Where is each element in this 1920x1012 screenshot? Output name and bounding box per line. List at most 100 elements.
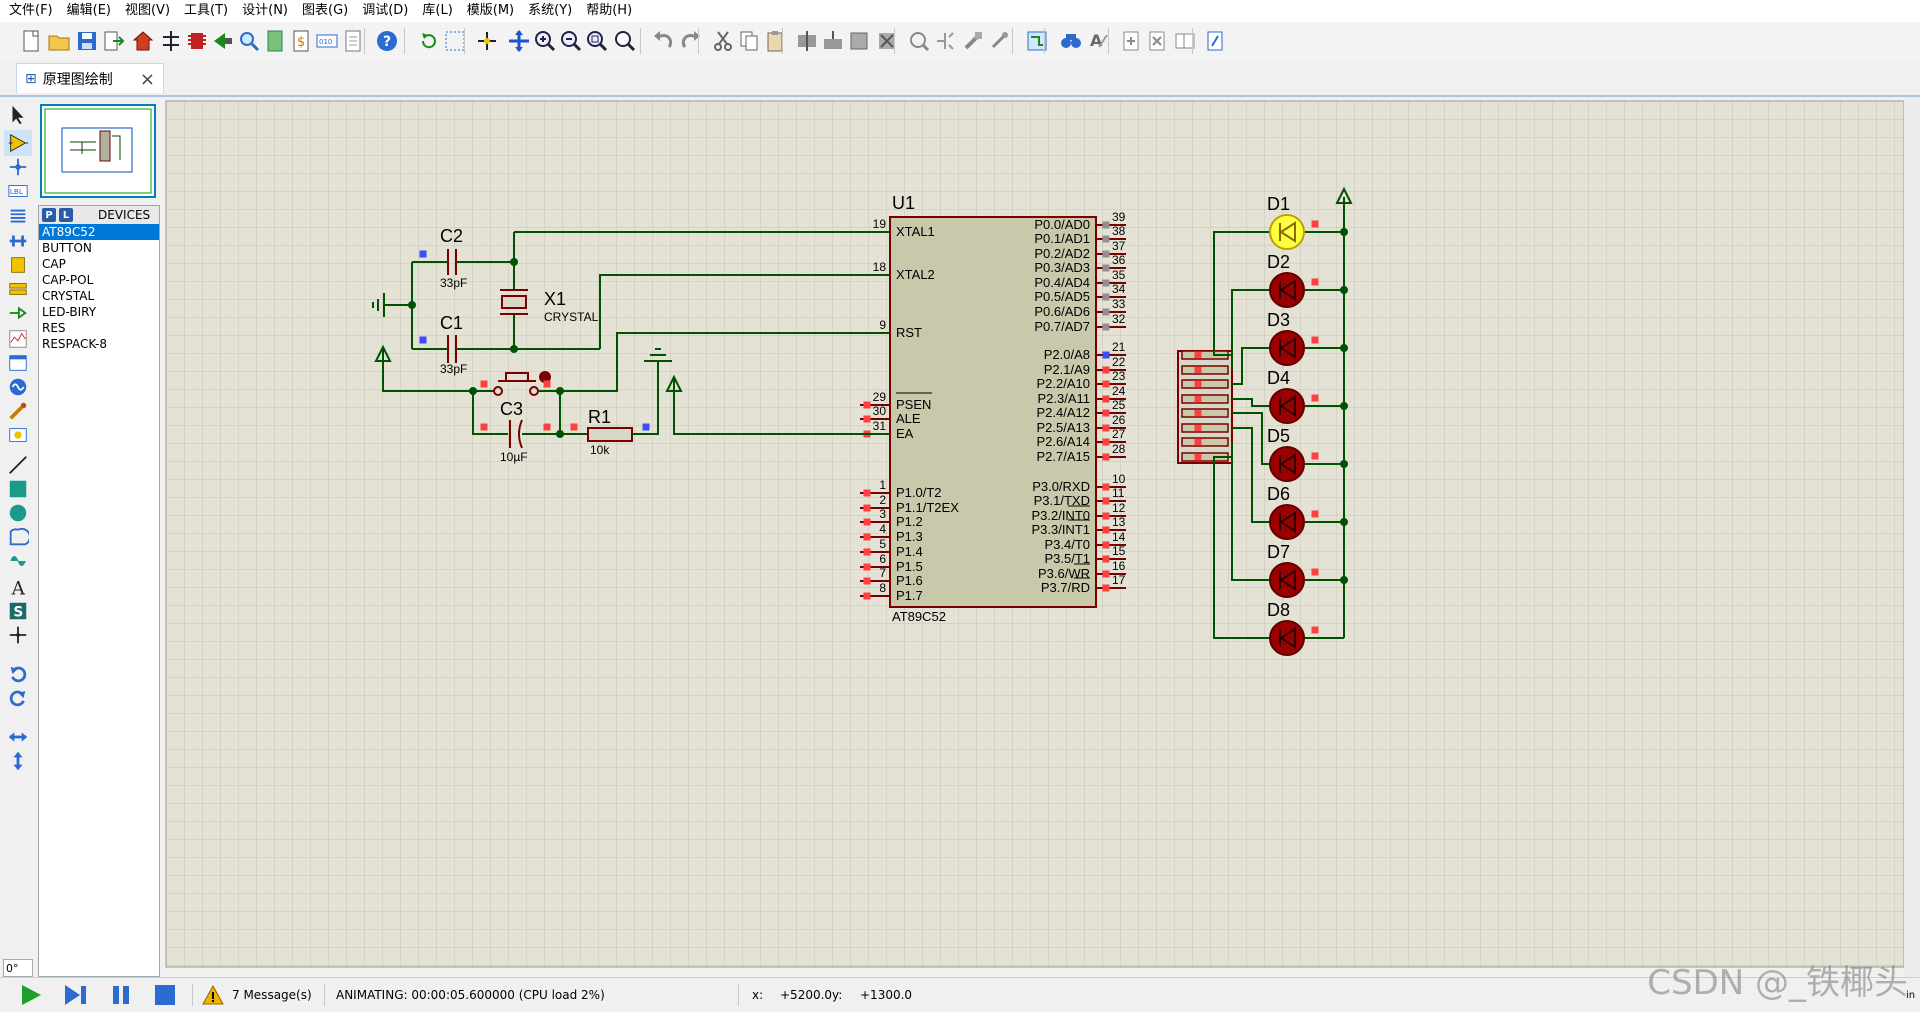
origin-icon[interactable] [474,28,500,54]
arc-icon[interactable] [4,524,32,550]
voltage-probe-icon[interactable] [4,398,32,424]
led[interactable] [1269,562,1305,598]
menu-item-1[interactable]: 编辑(E) [66,3,111,18]
generator-icon[interactable] [4,374,32,400]
probe-icon[interactable] [210,28,236,54]
device-list-item[interactable]: RES [42,321,66,335]
new-sheet-icon[interactable] [1118,28,1144,54]
led[interactable] [1269,330,1305,366]
chip-icon[interactable] [184,28,210,54]
block-move-icon[interactable] [820,28,846,54]
paste-icon[interactable] [762,28,788,54]
c3-plate-curved[interactable] [518,419,523,449]
menu-item-6[interactable]: 调试(D) [362,3,409,18]
symbol-icon[interactable]: S [4,598,32,624]
pan-icon[interactable] [506,28,532,54]
path-icon[interactable] [4,548,32,574]
make-device-icon[interactable] [932,28,958,54]
menu-item-5[interactable]: 图表(G) [302,3,349,18]
zoom-all-icon[interactable] [584,28,610,54]
device-pins-icon[interactable] [4,300,32,326]
save-icon[interactable] [74,28,100,54]
search-tag-icon[interactable] [1058,28,1084,54]
menu-item-0[interactable]: 文件(F) [9,3,53,18]
menu-item-4[interactable]: 设计(N) [242,3,288,18]
led[interactable] [1269,504,1305,540]
library-manager-button[interactable]: L [59,208,73,222]
decompose-icon[interactable] [986,28,1012,54]
menu-item-3[interactable]: 工具(T) [184,3,229,18]
component-icon[interactable] [158,28,184,54]
pick-devices-button[interactable]: P [42,208,56,222]
zoom-in-icon[interactable] [532,28,558,54]
tab-schematic[interactable]: ⊞ 原理图绘制 × [16,63,164,93]
pause-button[interactable] [110,978,132,1012]
home-icon[interactable] [130,28,156,54]
grid-icon[interactable] [442,28,468,54]
button-contact[interactable] [493,386,503,396]
circle-icon[interactable] [4,500,32,526]
menu-item-9[interactable]: 系统(Y) [528,3,573,18]
graph-mode-icon[interactable] [4,326,32,352]
menu-item-7[interactable]: 库(L) [422,3,453,18]
play-button[interactable] [18,978,44,1012]
terminals-icon[interactable] [4,276,32,302]
bom-icon[interactable]: $ [288,28,314,54]
rotation-angle-field[interactable]: 0° [3,959,33,977]
pick-parts-icon[interactable] [906,28,932,54]
zoom-area-icon[interactable] [612,28,638,54]
block-copy-icon[interactable] [794,28,820,54]
device-list-item[interactable]: CAP-POL [42,273,94,287]
led[interactable] [1269,272,1305,308]
search-icon[interactable] [236,28,262,54]
junction-dot-icon[interactable] [4,154,32,180]
chip-body[interactable] [889,216,1097,608]
undo-icon[interactable] [650,28,676,54]
design-explorer-icon[interactable] [1202,28,1228,54]
rotate-ccw-icon[interactable] [4,686,32,712]
device-list-item[interactable]: CAP [42,257,66,271]
step-button[interactable] [62,978,90,1012]
goto-sheet-icon[interactable] [1172,28,1198,54]
text-icon[interactable]: A [4,574,32,600]
messages-count[interactable]: 7 Message(s) [232,988,312,1002]
block-delete-icon[interactable] [874,28,900,54]
overview-preview[interactable] [40,104,156,198]
wire-autorouter-icon[interactable] [1024,28,1050,54]
virtual-instruments-icon[interactable] [4,422,32,448]
new-file-icon[interactable] [18,28,44,54]
selection-mode-icon[interactable] [4,102,32,128]
open-folder-icon[interactable] [46,28,72,54]
device-list-item[interactable]: RESPACK-8 [42,337,107,351]
binary-icon[interactable]: 010 [314,28,340,54]
x1-body[interactable] [501,295,527,309]
led[interactable] [1269,446,1305,482]
property-assign-icon[interactable]: A [1086,28,1112,54]
line-icon[interactable] [4,452,32,478]
copy-icon[interactable] [736,28,762,54]
netlist-icon[interactable] [262,28,288,54]
led[interactable] [1269,620,1305,656]
wire-label-icon[interactable]: LBL [4,178,32,204]
packaging-icon[interactable] [960,28,986,54]
menu-item-2[interactable]: 视图(V) [124,3,171,18]
device-list-item[interactable]: BUTTON [42,241,92,255]
device-list-item[interactable]: LED-BIRY [42,305,97,319]
device-list-item[interactable]: AT89C52 [39,224,159,240]
redo-icon[interactable] [678,28,704,54]
led[interactable] [1269,388,1305,424]
led[interactable] [1269,214,1305,250]
mirror-x-icon[interactable] [4,724,32,750]
import-icon[interactable] [100,28,126,54]
zoom-out-icon[interactable] [558,28,584,54]
mirror-y-icon[interactable] [4,748,32,774]
marker-icon[interactable] [4,622,32,648]
menu-item-8[interactable]: 模版(M) [466,3,515,18]
text-script-icon[interactable] [4,204,32,230]
subcircuit-icon[interactable] [4,252,32,278]
refresh-icon[interactable] [416,28,442,54]
help-icon[interactable]: ? [374,28,400,54]
component-mode-icon[interactable] [4,130,32,156]
